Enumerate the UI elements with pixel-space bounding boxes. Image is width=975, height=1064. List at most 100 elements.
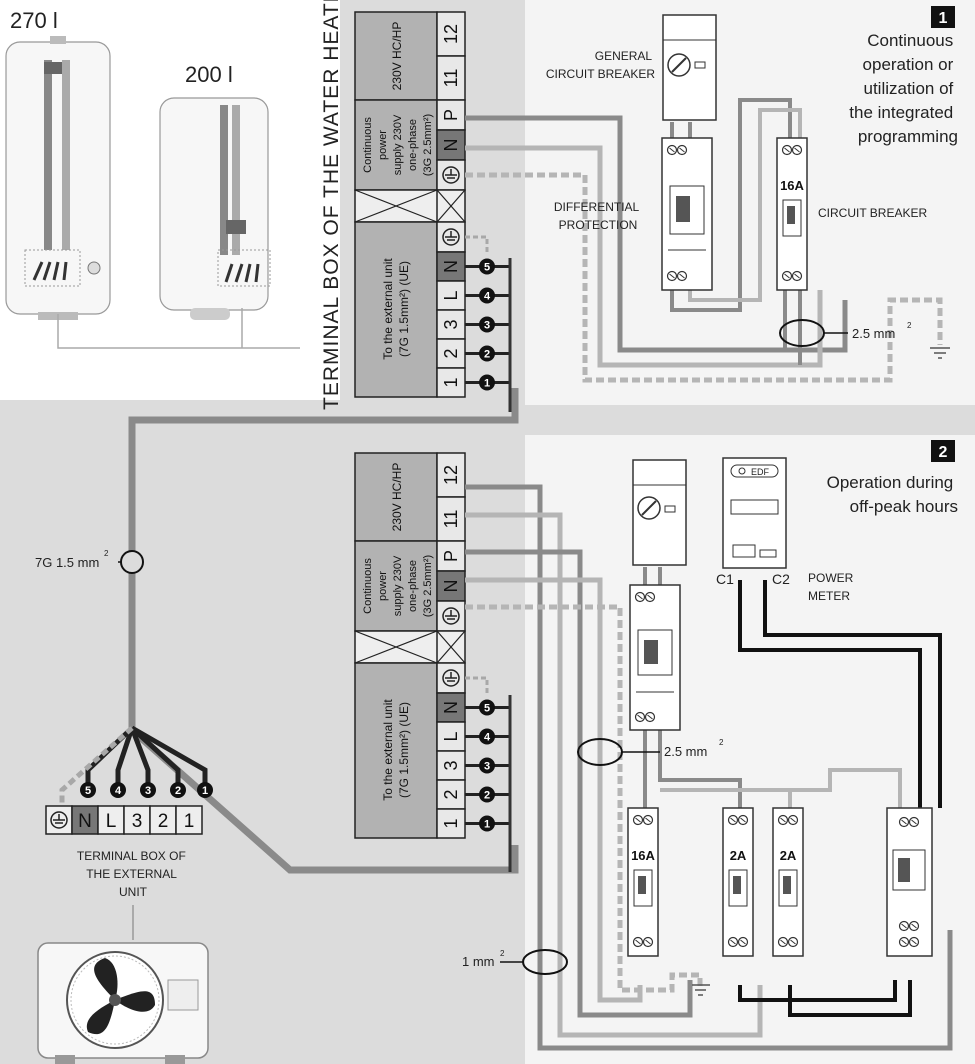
cable-7g-label: 7G 1.5 mm — [35, 555, 99, 570]
wire-badge — [479, 316, 495, 333]
wire-badge — [479, 345, 495, 362]
ue-cell — [354, 221, 438, 398]
wire-badge-label: 3 — [484, 761, 490, 773]
ue-terminal — [436, 750, 466, 781]
cable-2-5-panel1: 2.5 mm — [852, 326, 895, 341]
wire-badge-label: 4 — [484, 291, 491, 303]
terminal-n-label: N — [441, 580, 461, 593]
ue-terminal — [436, 251, 466, 282]
ue-line: (7G 1.5mm²) (UE) — [397, 261, 411, 357]
supply-line: power — [377, 130, 389, 160]
terminal-p — [436, 99, 466, 131]
ue-cell — [354, 662, 438, 839]
supply-line: one-phase — [407, 119, 419, 171]
supply-line: Continuous — [362, 117, 374, 173]
wire-badge — [479, 374, 495, 391]
power-meter-label-line: METER — [808, 589, 850, 603]
power-meter: EDF — [722, 457, 787, 569]
panel-1-title-line: the integrated — [849, 103, 953, 122]
cable-2-5-panel2: 2.5 mm — [664, 744, 707, 759]
ue-terminal — [436, 808, 466, 839]
power-meter-label: POWER METER — [808, 571, 857, 603]
wire-badge — [479, 728, 495, 745]
ue-terminal-label: N — [441, 701, 461, 714]
wire-badge-label: 1 — [484, 378, 490, 390]
ext-wire-badge — [110, 782, 126, 798]
blank-cell — [354, 630, 466, 664]
panel-2-title: Operation during off-peak hours — [827, 473, 958, 516]
ue-terminal-label: 2 — [441, 789, 461, 799]
external-unit — [37, 942, 209, 1064]
panel-1-number: 1 — [939, 10, 948, 27]
terminal-12 — [436, 11, 466, 57]
ext-terminal-label: 3 — [132, 811, 143, 832]
differential-label-line: PROTECTION — [559, 218, 638, 232]
terminal-n — [436, 570, 466, 602]
water-heater-270 — [5, 36, 111, 320]
terminal-p — [436, 540, 466, 572]
panel-1-title-line: Continuous — [867, 31, 953, 50]
panel-1-badge — [931, 6, 955, 28]
wire-badge — [479, 786, 495, 803]
ext-terminal — [71, 805, 99, 835]
differential-label-line: DIFFERENTIAL — [554, 200, 640, 214]
terminal-12-label: 12 — [441, 24, 461, 44]
wire-badge-label: 1 — [484, 819, 490, 831]
general-circuit-breaker-2 — [632, 459, 687, 566]
wire-badge — [479, 699, 495, 716]
wire-badge-label: 4 — [484, 732, 491, 744]
wire-badge-label: 3 — [484, 320, 490, 332]
ext-wire-badge-label: 1 — [202, 785, 208, 797]
ext-wire-badge-label: 4 — [115, 785, 122, 797]
ue-terminal — [436, 367, 466, 398]
blank-cell — [354, 189, 466, 223]
ground-icon — [442, 607, 460, 625]
terminal-n-label: N — [441, 139, 461, 152]
panel-1-title-line: operation or — [863, 55, 954, 74]
hchp-label: 230V HC/HP — [390, 463, 404, 532]
terminal-11 — [436, 496, 466, 542]
label-270l: 270 l — [10, 8, 58, 33]
panel-2-number: 2 — [939, 444, 948, 461]
panel-1-title-line: programming — [858, 127, 958, 146]
cable-2-5-panel1-sup: 2 — [907, 321, 912, 330]
wire-badge — [479, 815, 495, 832]
ue-line: To the external unit — [381, 699, 395, 801]
terminal-11 — [436, 55, 466, 101]
ground-icon — [442, 166, 460, 184]
ue-terminal-label: 3 — [441, 319, 461, 329]
terminal-p-label: P — [441, 109, 461, 121]
rating-16a-panel2: 16A — [631, 848, 655, 863]
cable-7g-sup: 2 — [104, 549, 109, 558]
ue-line: To the external unit — [381, 258, 395, 360]
ext-wire-badge — [140, 782, 156, 798]
wire-badge — [479, 287, 495, 304]
panel-2-wiring — [465, 484, 953, 1051]
ext-terminal — [175, 805, 203, 835]
label-c1: C1 — [716, 571, 734, 587]
panel-1-wiring — [465, 98, 950, 383]
cable-7g-external — [59, 258, 519, 874]
ue-terminal-label: 1 — [441, 818, 461, 828]
panel-2-title-line: Operation during — [827, 473, 954, 492]
power-meter-label-line: POWER — [808, 571, 854, 585]
rating-2a-second: 2A — [780, 848, 797, 863]
supply-line: (3G 2.5mm²) — [422, 555, 434, 617]
label-200l: 200 l — [185, 62, 233, 87]
ue-terminal-label: L — [441, 731, 461, 741]
panel-2-badge — [931, 440, 955, 462]
ext-wire-badge-label: 3 — [145, 785, 151, 797]
general-cb-label-line: CIRCUIT BREAKER — [546, 67, 655, 81]
ue-line: (7G 1.5mm²) (UE) — [397, 702, 411, 798]
terminal-11-label: 11 — [441, 69, 461, 88]
differential-protection-1 — [661, 137, 713, 291]
terminal-11-label: 11 — [441, 510, 461, 529]
ground-icon — [442, 228, 460, 246]
rating-16a-panel1: 16A — [780, 178, 804, 193]
circuit-breaker-2a-first: 2A — [722, 807, 754, 957]
external-unit-label-line: TERMINAL BOX OF — [77, 849, 186, 863]
